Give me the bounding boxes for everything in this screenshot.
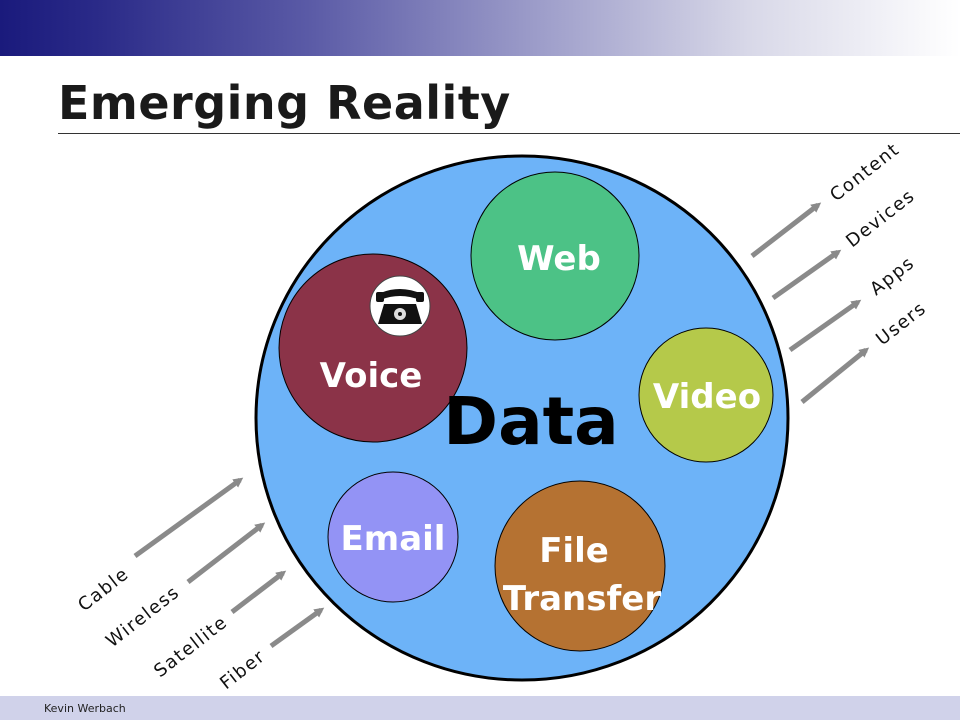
email-label: Email — [341, 519, 446, 559]
web-bubble — [470, 171, 640, 341]
satellite-arrow — [230, 570, 287, 614]
content-arrow — [750, 202, 822, 258]
file-transfer-bubble — [494, 480, 666, 652]
apps-arrow — [788, 299, 862, 353]
voice-bubble — [278, 253, 468, 443]
wireless-arrow — [186, 522, 266, 584]
fiber-arrow — [269, 607, 325, 649]
email-bubble — [327, 471, 459, 603]
page-title: Emerging Reality — [58, 76, 511, 130]
input-label-fiber: Fiber — [216, 646, 269, 694]
file-transfer-label-line2: Transfer — [503, 579, 661, 619]
video-label: Video — [653, 377, 761, 417]
header-gradient-bar — [0, 0, 960, 56]
devices-arrow — [771, 249, 842, 301]
users-arrow — [800, 347, 870, 404]
input-arrows — [133, 477, 325, 649]
file-transfer-label-line1: File — [539, 531, 609, 571]
output-label-devices: Devices — [842, 185, 919, 252]
cable-arrow — [133, 477, 244, 559]
footer-author: Kevin Werbach — [44, 702, 126, 715]
data-center-label: Data — [443, 383, 618, 460]
input-label-satellite: Satellite — [150, 612, 232, 682]
output-label-apps: Apps — [866, 252, 919, 300]
title-divider — [58, 133, 960, 134]
video-bubble — [638, 327, 774, 463]
web-label: Web — [517, 239, 601, 279]
output-label-users: Users — [872, 298, 931, 350]
footer-bar — [0, 696, 960, 720]
telephone-icon — [369, 275, 431, 337]
input-label-cable: Cable — [74, 563, 133, 616]
voice-label: Voice — [320, 356, 423, 396]
output-arrows — [750, 202, 870, 404]
